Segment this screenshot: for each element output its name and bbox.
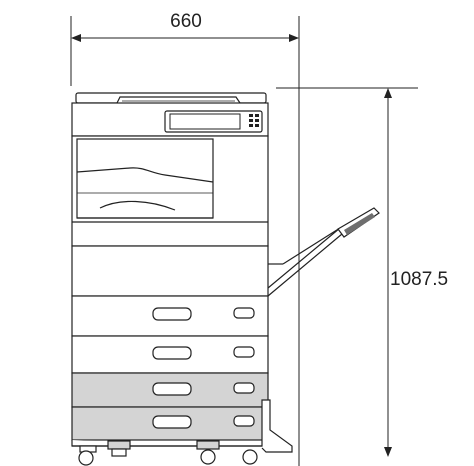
height-label: 1087.5 bbox=[390, 269, 448, 290]
drawer-handle bbox=[152, 346, 192, 360]
width-dimension: 660 bbox=[70, 11, 300, 466]
document-feeder-slot bbox=[116, 96, 241, 104]
drawer-indicator bbox=[233, 382, 255, 394]
caster-left bbox=[78, 445, 97, 466]
caster-center-left bbox=[107, 440, 131, 457]
caster-right bbox=[242, 449, 258, 465]
drawer-handle bbox=[152, 307, 192, 321]
width-label: 660 bbox=[170, 11, 202, 32]
paper-stack bbox=[99, 200, 176, 211]
output-tray bbox=[76, 167, 214, 183]
drawer-indicator bbox=[233, 346, 255, 358]
display-screen bbox=[169, 113, 241, 130]
printer bbox=[71, 92, 380, 466]
drawer-indicator bbox=[233, 415, 255, 427]
paper-drawer-4 bbox=[71, 406, 269, 441]
paper-drawer-2 bbox=[71, 335, 269, 374]
paper-drawer-1 bbox=[71, 295, 269, 337]
bypass-tray bbox=[267, 207, 380, 297]
control-panel bbox=[164, 110, 263, 133]
front-panel bbox=[71, 245, 269, 297]
drawer-handle bbox=[152, 382, 192, 396]
paper-drawer-3 bbox=[71, 372, 269, 408]
height-dimension: 1087.5 bbox=[276, 87, 448, 457]
caster-center-right bbox=[196, 440, 220, 465]
drawer-handle bbox=[152, 415, 192, 429]
drawer-indicator bbox=[233, 307, 255, 319]
